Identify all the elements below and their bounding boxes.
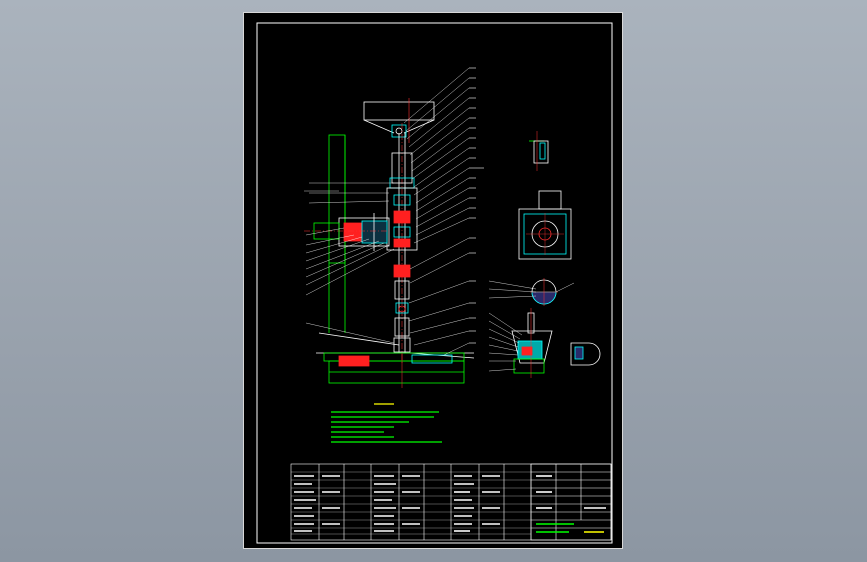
right-balloon-ticks bbox=[469, 67, 484, 344]
title-block-marks bbox=[536, 475, 606, 533]
gearbox-housing bbox=[386, 187, 418, 251]
parts-list-text-marks bbox=[294, 475, 500, 532]
detail-view-section-disc bbox=[530, 278, 575, 306]
disc-leader-lines bbox=[488, 280, 537, 299]
detail-view-top bbox=[529, 131, 549, 171]
left-leader-lines bbox=[304, 190, 395, 344]
upper-bearing-housing bbox=[391, 152, 413, 184]
inner-frame bbox=[256, 22, 613, 544]
technical-notes bbox=[331, 403, 442, 443]
bracket-leader-lines bbox=[488, 312, 523, 372]
engineering-drawing bbox=[256, 22, 613, 544]
worm-gear bbox=[393, 210, 411, 224]
parts-list-rows bbox=[291, 471, 531, 535]
drawing-sheet bbox=[243, 12, 623, 549]
detail-view-lower-bracket bbox=[511, 308, 553, 378]
handwheel bbox=[363, 101, 435, 121]
main-assembly-view bbox=[304, 98, 475, 388]
title-block bbox=[530, 463, 612, 541]
detail-view-square-flange bbox=[518, 190, 572, 260]
detail-view-key bbox=[570, 342, 601, 366]
right-leader-lines bbox=[403, 67, 470, 356]
support-column bbox=[328, 134, 346, 264]
coupling bbox=[393, 264, 411, 278]
